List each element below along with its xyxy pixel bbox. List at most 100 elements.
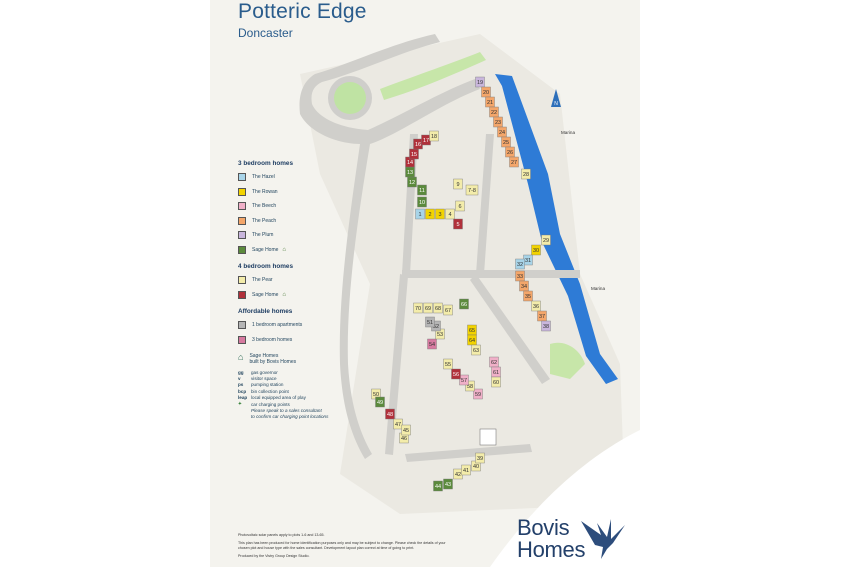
plot-number-label: 36 [533, 304, 539, 310]
plot-47[interactable] [393, 418, 403, 430]
car-charging-icon: ✦ [238, 401, 242, 407]
plot-35[interactable] [523, 290, 533, 302]
footer-line-4: Produced by the Vistry Group Design Stud… [238, 554, 310, 558]
logo-word-2: Homes [517, 537, 586, 562]
site-layout-map[interactable]: Marina Marina N 192021222324252627282930… [280, 34, 640, 519]
plot-number-label: 67 [445, 308, 451, 314]
plot-9[interactable] [453, 178, 463, 190]
plot-number-label: 48 [387, 412, 393, 418]
legend-item-label: 3 bedroom homes [252, 336, 293, 343]
abbreviation-key: leap [238, 395, 248, 401]
plot-38[interactable] [541, 320, 551, 332]
legend-heading-affordable: Affordable homes [238, 308, 293, 315]
plot-number-label: 13 [407, 170, 413, 176]
plot-67[interactable] [443, 304, 453, 316]
plot-29[interactable] [541, 234, 551, 246]
plot-45[interactable] [401, 424, 411, 436]
plot-number-label: 23 [495, 120, 501, 126]
plot-number-label: 68 [435, 306, 441, 312]
plot-3[interactable] [435, 208, 445, 220]
north-arrow-icon: N [551, 89, 561, 107]
plot-69[interactable] [423, 302, 433, 314]
plot-number-label: 4 [448, 212, 451, 218]
plot-number-label: 1 [418, 212, 421, 218]
plot-51[interactable] [425, 316, 435, 328]
plot-number-label: 69 [425, 306, 431, 312]
plot-63[interactable] [471, 344, 481, 356]
plot-39[interactable] [475, 452, 485, 464]
footer-line-1: Photovoltaic solar panels apply to plots… [238, 533, 325, 537]
legend-item: Sage Home⌂ [238, 243, 368, 258]
marina-water [495, 74, 618, 384]
plot-19[interactable] [475, 76, 485, 88]
plot-54[interactable] [427, 338, 437, 350]
legend-swatch [238, 231, 246, 240]
abbreviation-text: bin collection point [251, 388, 289, 394]
legend-item: 3 bedroom homes [238, 333, 368, 348]
plot-5[interactable] [453, 218, 463, 230]
plot-56[interactable] [451, 368, 461, 380]
substation [479, 428, 497, 446]
plot-number-label: 12 [409, 180, 415, 186]
hummingbird-logo-icon [581, 519, 625, 559]
plot-number-label: 33 [517, 274, 523, 280]
plot-11[interactable] [417, 184, 427, 196]
plot-66[interactable] [459, 298, 469, 310]
footer-notes: Photovoltaic solar panels apply to plots… [238, 533, 498, 559]
plot-30[interactable] [531, 244, 541, 256]
plot-number-label: 51 [427, 320, 433, 326]
plot-43[interactable] [443, 478, 453, 490]
page-title: Potteric Edge [238, 0, 367, 23]
plot-number-label: 40 [473, 464, 479, 470]
plot-number-label: 28 [523, 172, 529, 178]
plot-60[interactable] [491, 376, 501, 388]
plot-28[interactable] [521, 168, 531, 180]
plot-number-label: 27 [511, 160, 517, 166]
plot-58[interactable] [465, 380, 475, 392]
legend-item: The Pear [238, 273, 368, 288]
plot-27[interactable] [509, 156, 519, 168]
sage-home-icon: ⌂ [282, 246, 287, 253]
plot-36[interactable] [531, 300, 541, 312]
plot-1[interactable] [415, 208, 425, 220]
legend-swatch [238, 290, 246, 299]
plot-number-label: 10 [419, 200, 425, 206]
car-charging-row: ✦ car charging points [238, 401, 368, 407]
estate-road-lower [405, 444, 532, 462]
plot-number-label: 61 [493, 370, 499, 376]
plot-4[interactable] [445, 208, 455, 220]
page-subtitle: Doncaster [238, 26, 293, 40]
legend-swatch [238, 335, 246, 344]
plot-10[interactable] [417, 196, 427, 208]
plot-44[interactable] [433, 480, 443, 492]
plot-59[interactable] [473, 388, 483, 400]
footer-line-2: This plan has been produced for home ide… [238, 541, 446, 545]
plot-57[interactable] [459, 374, 469, 386]
sage-note-line1: Sage Homes [249, 353, 279, 359]
plot-49[interactable] [375, 396, 385, 408]
sage-note-line2: built by Bovis Homes [249, 359, 297, 365]
plot-7-8[interactable] [465, 184, 479, 196]
plot-70[interactable] [413, 302, 423, 314]
plot-6[interactable] [455, 200, 465, 212]
plot-41[interactable] [461, 464, 471, 476]
north-label: N [554, 101, 558, 107]
plot-68[interactable] [433, 302, 443, 314]
plot-48[interactable] [385, 408, 395, 420]
plot-2[interactable] [425, 208, 435, 220]
legend-item-label: Sage Home [252, 291, 279, 298]
plot-number-label: 64 [469, 338, 475, 344]
abbreviation-key: gg [238, 369, 244, 375]
footer-line-3: chosen plot and house type with the sale… [238, 546, 415, 550]
plot-number-label: 52 [433, 324, 439, 330]
plot-55[interactable] [443, 358, 453, 370]
plot-18[interactable] [429, 130, 439, 142]
bovis-homes-logo: Bovis Homes [517, 517, 585, 561]
plot-32[interactable] [515, 258, 525, 270]
